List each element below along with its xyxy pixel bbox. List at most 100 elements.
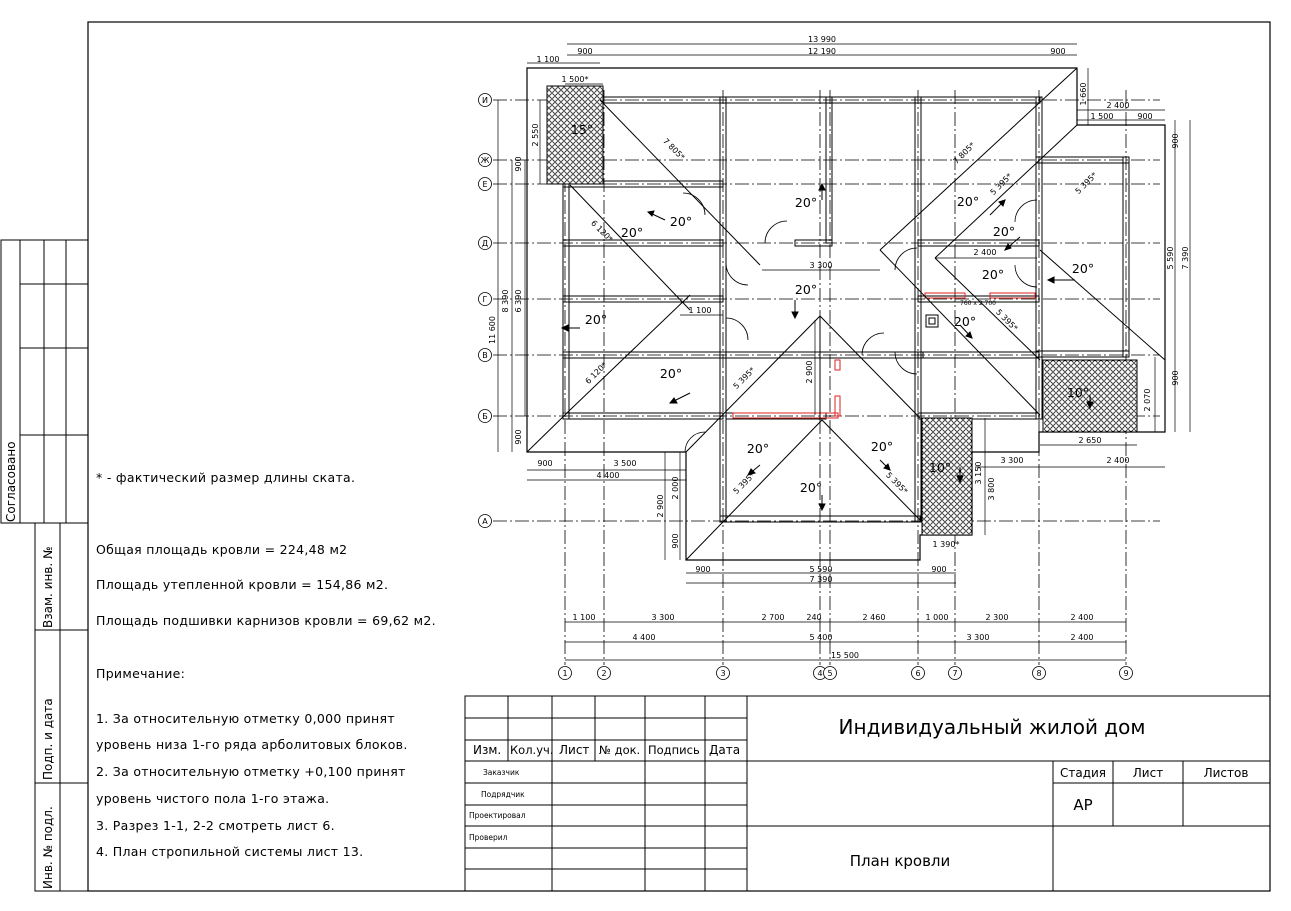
- dim-label: 1 000: [926, 613, 949, 622]
- dim-label: 900: [514, 429, 523, 444]
- dim-label: 4 400: [597, 471, 620, 480]
- slope-label: 20°: [585, 312, 607, 327]
- walls: [562, 96, 1130, 523]
- red-partitions: [732, 292, 1036, 419]
- role-proveril: Проверил: [469, 833, 508, 842]
- dim-label: 5 400: [810, 633, 833, 642]
- axis-row-label: Б: [482, 412, 488, 421]
- dim-label: 1 100: [573, 613, 596, 622]
- dimension-lines: [497, 43, 1191, 661]
- dim-label: 5 395*: [884, 471, 909, 496]
- col-kolich: Кол.уч.: [510, 743, 553, 757]
- dim-label: 7 805*: [661, 137, 686, 162]
- dim-label: 2 700: [762, 613, 785, 622]
- slope-label: 10°: [929, 460, 951, 475]
- stage-header: Стадия: [1060, 766, 1106, 780]
- role-zakazchik: Заказчик: [483, 768, 520, 777]
- dim-label: 2 400: [1071, 613, 1094, 622]
- slope-arrows: [560, 182, 1094, 512]
- footnote-text: * - фактический размер длины ската.: [96, 470, 356, 485]
- axis-row-label: И: [482, 96, 488, 105]
- axis-row-label: Е: [482, 180, 487, 189]
- dim-label: 7 390: [810, 575, 833, 584]
- slope-label: 20°: [621, 225, 643, 240]
- dim-label: 900: [537, 459, 552, 468]
- stamp-podp-data: Подп. и дата: [41, 698, 55, 780]
- dim-label: 900: [671, 533, 680, 548]
- remark-line: 2. За относительную отметку +0,100 приня…: [96, 764, 406, 779]
- remarks-title: Примечание:: [96, 666, 186, 681]
- dim-label: 1 500: [1091, 112, 1114, 121]
- remark-line: уровень низа 1-го ряда арболитовых блоко…: [96, 737, 408, 752]
- dim-label: 6 390: [514, 290, 523, 313]
- dim-label: 5 590: [1166, 247, 1175, 270]
- dim-label: 2 400: [974, 248, 997, 257]
- slope-label: 20°: [660, 366, 682, 381]
- dim-label: 7 390: [1181, 247, 1190, 270]
- slope-label: 20°: [993, 224, 1015, 239]
- axis-col-label: 1: [562, 669, 567, 678]
- dim-label: 3 300: [1001, 456, 1024, 465]
- dim-label: 3 500: [614, 459, 637, 468]
- roof-outline: [526, 67, 1166, 561]
- slope-label: 20°: [954, 314, 976, 329]
- axis-col-label: 7: [952, 669, 957, 678]
- roof-area-total: Общая площадь кровли = 224,48 м2: [96, 542, 348, 557]
- drawing-title: План кровли: [850, 852, 951, 870]
- dim-label: 900: [1171, 370, 1180, 385]
- dim-label: 3 300: [967, 633, 990, 642]
- dim-label: 2 900: [805, 361, 814, 384]
- axis-col-label: 4: [817, 669, 822, 678]
- slope-label: 20°: [871, 439, 893, 454]
- title-block-texts: Изм. Кол.уч. Лист № док. Подпись Дата За…: [469, 715, 1248, 870]
- axis-row-label: А: [482, 517, 488, 526]
- slope-label: 20°: [982, 267, 1004, 282]
- dim-label: 2 400: [1071, 633, 1094, 642]
- dim-label: 1 100: [689, 306, 712, 315]
- axis-col-label: 2: [601, 669, 606, 678]
- hip-lines: [526, 67, 1166, 561]
- dim-label: 900: [1171, 133, 1180, 148]
- slope-labels: 15° 20° 20° 20° 20° 20° 20° 20° 20° 20° …: [571, 122, 1094, 495]
- dim-label: 4 400: [633, 633, 656, 642]
- chimney: [925, 314, 939, 328]
- dim-label: 8 390: [501, 290, 510, 313]
- dim-label: 900: [1050, 47, 1065, 56]
- slope-label: 20°: [1072, 261, 1094, 276]
- slope-label: 20°: [957, 194, 979, 209]
- doors: [682, 192, 1038, 453]
- dim-label: 760 x 2 700: [960, 300, 996, 307]
- dim-label: 1 500*: [562, 75, 589, 84]
- dim-label: 11 600: [488, 316, 497, 344]
- col-data: Дата: [709, 743, 740, 757]
- roof-area-insulated: Площадь утепленной кровли = 154,86 м2.: [96, 577, 389, 592]
- stamp-soglasovano: Согласовано: [4, 441, 18, 522]
- axis-col-label: 3: [720, 669, 725, 678]
- dim-label: 5 395*: [732, 471, 757, 496]
- dim-label: 900: [514, 156, 523, 171]
- slope-label: 20°: [795, 195, 817, 210]
- stamp-vzam-inv: Взам. инв. №: [41, 547, 55, 628]
- column-axis-labels: 1 2 3 4 5 6 7 8 9: [562, 669, 1128, 678]
- shingle-areas: [546, 85, 1138, 536]
- dim-label: 5 395*: [1074, 171, 1099, 196]
- col-ndok: № док.: [599, 743, 640, 757]
- dim-label: 3 300: [652, 613, 675, 622]
- dim-label: 2 400: [1107, 101, 1130, 110]
- dim-label: 5 395*: [994, 308, 1019, 333]
- dim-label: 1 660: [1079, 83, 1088, 106]
- dim-label: 3 150: [974, 462, 983, 485]
- remark-line: уровень чистого пола 1-го этажа.: [96, 791, 330, 806]
- dim-label: 1 390*: [933, 540, 960, 549]
- roof-plan: И Ж Е Д Г В Б А 1 2 3 4 5 6 7 8 9 15° 20…: [478, 35, 1191, 680]
- dim-label: 5 590: [810, 565, 833, 574]
- approval-stamp: [0, 239, 89, 892]
- dim-label: 900: [695, 565, 710, 574]
- dim-label: 240: [806, 613, 821, 622]
- dim-label: 2 900: [656, 495, 665, 518]
- remark-line: 1. За относительную отметку 0,000 принят: [96, 711, 395, 726]
- axis-col-label: 8: [1036, 669, 1041, 678]
- col-izm: Изм.: [473, 743, 501, 757]
- dim-label: 12 190: [808, 47, 836, 56]
